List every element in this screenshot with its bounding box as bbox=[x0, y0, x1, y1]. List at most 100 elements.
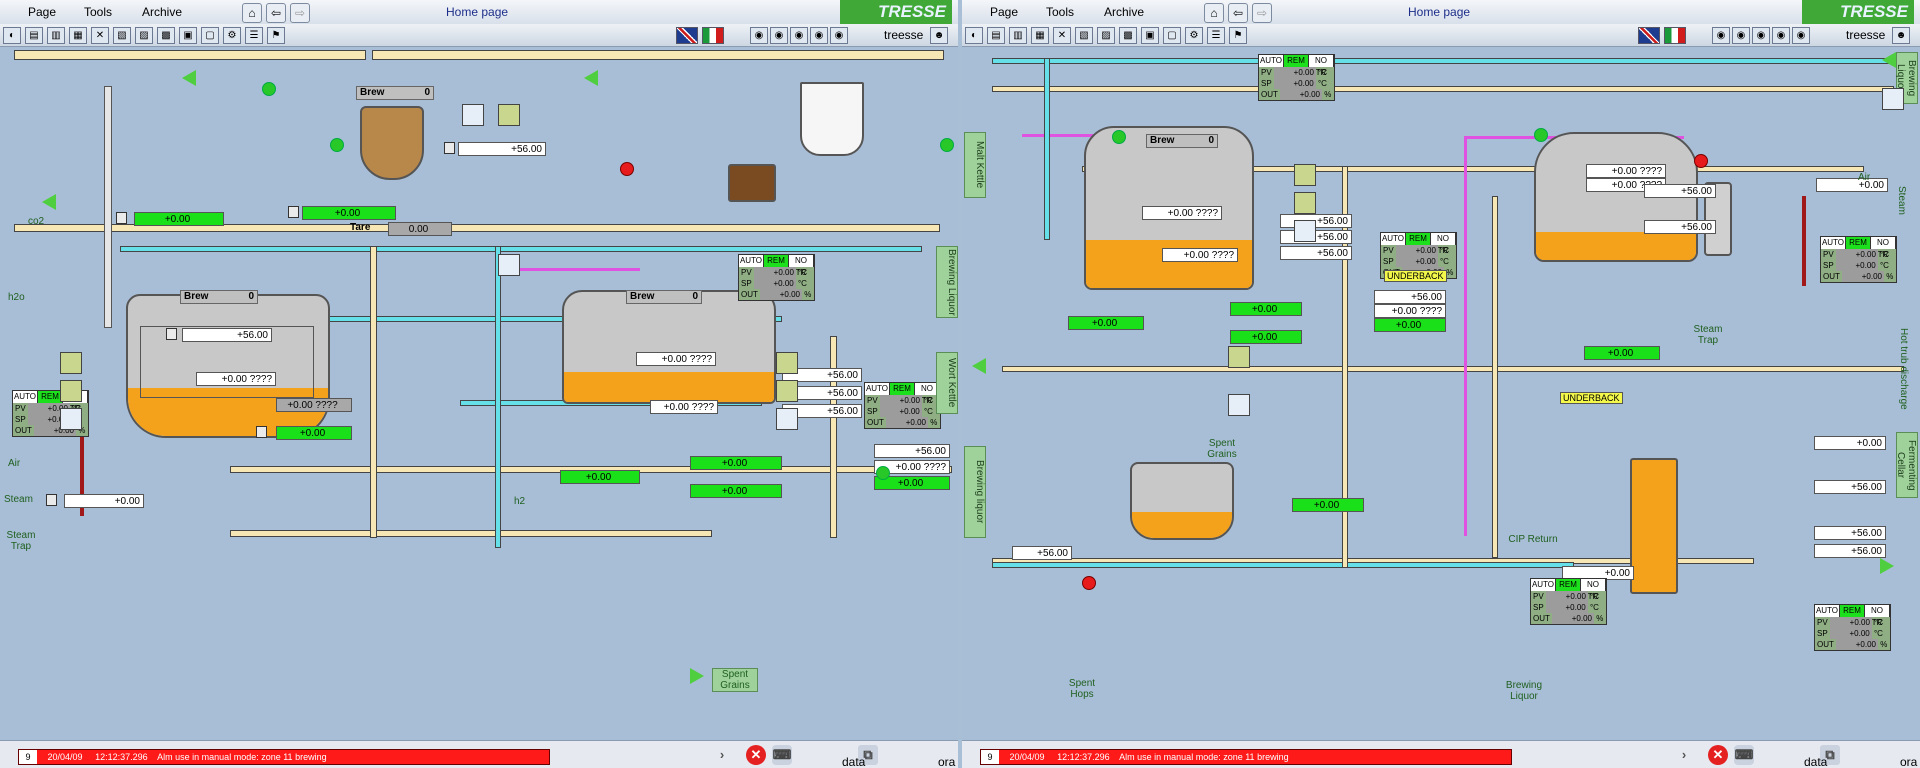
toolbar-icon-11[interactable]: ⚙ bbox=[223, 27, 241, 44]
forward-icon[interactable]: ⇨ bbox=[290, 3, 310, 23]
edit-icon-2[interactable] bbox=[776, 380, 798, 402]
settings-icon-2[interactable] bbox=[498, 104, 520, 126]
edit-icon[interactable] bbox=[1294, 192, 1316, 214]
toolbar-icon-2[interactable]: ▤ bbox=[25, 27, 43, 44]
ctrl-notr[interactable]: NO TR bbox=[789, 255, 814, 277]
settings-icon-3[interactable] bbox=[776, 352, 798, 374]
ctrl-notr[interactable]: NO TR bbox=[1865, 605, 1890, 627]
toolbar-icon-15[interactable]: ◉ bbox=[770, 27, 788, 44]
weigh-icon[interactable] bbox=[444, 142, 455, 154]
toolbar-icon-3[interactable]: ▥ bbox=[1009, 27, 1027, 44]
magnifier-icon[interactable] bbox=[1294, 220, 1316, 242]
ctrl-notr[interactable]: NO TR bbox=[1871, 237, 1896, 259]
settings-icon[interactable] bbox=[60, 352, 82, 374]
network-icon[interactable]: ⧉ bbox=[858, 745, 878, 765]
toolbar-icon-1[interactable]: ◐ bbox=[965, 27, 983, 44]
ctrl-rem[interactable]: REM bbox=[1840, 605, 1865, 617]
ctrl-auto[interactable]: AUTO bbox=[1531, 579, 1556, 591]
ctrl-notr[interactable]: NO TR bbox=[1309, 55, 1334, 77]
toolbar-icon-8[interactable]: ▩ bbox=[157, 27, 175, 44]
toolbar-icon-11[interactable]: ⚙ bbox=[1185, 27, 1203, 44]
toolbar-icon-4[interactable]: ▦ bbox=[1031, 27, 1049, 44]
label-brewing-liquor[interactable]: Brewing Liquor bbox=[936, 246, 958, 318]
menu-archive[interactable]: Archive bbox=[1104, 5, 1145, 19]
toolbar-icon-18[interactable]: ◉ bbox=[1792, 27, 1810, 44]
toolbar-icon-17[interactable]: ◉ bbox=[1772, 27, 1790, 44]
hopper-value-icon[interactable] bbox=[288, 206, 299, 218]
ctrl-rem[interactable]: REM bbox=[1406, 233, 1431, 245]
underback-tag-1[interactable]: UNDERBACK bbox=[1384, 270, 1447, 282]
uk-flag-icon[interactable] bbox=[676, 27, 698, 44]
menu-page[interactable]: Page bbox=[28, 5, 57, 19]
toolbar-icon-8[interactable]: ▩ bbox=[1119, 27, 1137, 44]
menu-archive[interactable]: Archive bbox=[142, 5, 183, 19]
magnifier-icon[interactable] bbox=[60, 408, 82, 430]
ctrl-auto[interactable]: AUTO bbox=[865, 383, 890, 395]
users-icon[interactable]: ☻ bbox=[1892, 27, 1910, 44]
toolbar-icon-10[interactable]: ▢ bbox=[1163, 27, 1181, 44]
magnifier-icon-3[interactable] bbox=[498, 254, 520, 276]
menu-tools[interactable]: Tools bbox=[1046, 5, 1075, 19]
menu-page[interactable]: Page bbox=[990, 5, 1019, 19]
mash-set-icon[interactable] bbox=[166, 328, 177, 340]
ctrl-notr[interactable]: NO TR bbox=[1431, 233, 1456, 255]
forward-icon[interactable]: ⇨ bbox=[1252, 3, 1272, 23]
settings-icon-2[interactable] bbox=[1228, 346, 1250, 368]
ctrl-auto[interactable]: AUTO bbox=[1259, 55, 1284, 67]
menu-tools[interactable]: Tools bbox=[84, 5, 113, 19]
uk-flag-icon[interactable] bbox=[1638, 27, 1660, 44]
back-icon[interactable]: ⇦ bbox=[266, 3, 286, 23]
toolbar-icon-9[interactable]: ▣ bbox=[179, 27, 197, 44]
magnifier-icon-2[interactable] bbox=[462, 104, 484, 126]
toolbar-icon-6[interactable]: ▧ bbox=[1075, 27, 1093, 44]
toolbar-icon-13[interactable]: ⚑ bbox=[267, 27, 285, 44]
ctrl-auto[interactable]: AUTO bbox=[1821, 237, 1846, 249]
toolbar-icon-16[interactable]: ◉ bbox=[790, 27, 808, 44]
toolbar-icon-5[interactable]: ✕ bbox=[1053, 27, 1071, 44]
magnifier-icon-3[interactable] bbox=[1882, 88, 1904, 110]
magnifier-icon-4[interactable] bbox=[776, 408, 798, 430]
italy-flag-icon[interactable] bbox=[702, 27, 724, 44]
toolbar-icon-3[interactable]: ▥ bbox=[47, 27, 65, 44]
alarm-scroll-icon[interactable]: › bbox=[719, 747, 725, 762]
toolbar-icon-6[interactable]: ▧ bbox=[113, 27, 131, 44]
label-fermenting-cellar[interactable]: Fermenting Cellar bbox=[1895, 432, 1918, 498]
ctrl-auto[interactable]: AUTO bbox=[1381, 233, 1406, 245]
edit-icon[interactable] bbox=[60, 380, 82, 402]
keyboard-icon[interactable]: ⌨ bbox=[1734, 745, 1754, 765]
ctrl-rem[interactable]: REM bbox=[764, 255, 789, 267]
toolbar-icon-17[interactable]: ◉ bbox=[810, 27, 828, 44]
magnifier-icon-2[interactable] bbox=[1228, 394, 1250, 416]
alarm-banner[interactable]: 9 20/04/09 12:12:37.296 Alm use in manua… bbox=[980, 749, 1512, 765]
toolbar-icon-18[interactable]: ◉ bbox=[830, 27, 848, 44]
toolbar-icon-4[interactable]: ▦ bbox=[69, 27, 87, 44]
label-wort-kettle[interactable]: Wort Kettle bbox=[936, 352, 958, 414]
settings-icon[interactable] bbox=[1294, 164, 1316, 186]
mash-out-icon[interactable] bbox=[256, 426, 267, 438]
ctrl-auto[interactable]: AUTO bbox=[739, 255, 764, 267]
ctrl-notr[interactable]: NO TR bbox=[1581, 579, 1606, 601]
toolbar-icon-5[interactable]: ✕ bbox=[91, 27, 109, 44]
ctrl-auto[interactable]: AUTO bbox=[13, 391, 38, 403]
toolbar-icon-7[interactable]: ▨ bbox=[135, 27, 153, 44]
ctrl-rem[interactable]: REM bbox=[1846, 237, 1871, 249]
underback-tag-2[interactable]: UNDERBACK bbox=[1560, 392, 1623, 404]
toolbar-icon-12[interactable]: ☰ bbox=[1207, 27, 1225, 44]
label-spent-grains[interactable]: Spent Grains bbox=[712, 668, 758, 692]
toolbar-icon-14[interactable]: ◉ bbox=[750, 27, 768, 44]
ctrl-auto[interactable]: AUTO bbox=[1815, 605, 1840, 617]
mash-flow-icon[interactable] bbox=[116, 212, 127, 224]
toolbar-icon-16[interactable]: ◉ bbox=[1752, 27, 1770, 44]
toolbar-icon-10[interactable]: ▢ bbox=[201, 27, 219, 44]
toolbar-icon-1[interactable]: ◐ bbox=[3, 27, 21, 44]
ctrl-rem[interactable]: REM bbox=[1284, 55, 1309, 67]
users-icon[interactable]: ☻ bbox=[930, 27, 948, 44]
keyboard-icon[interactable]: ⌨ bbox=[772, 745, 792, 765]
toolbar-icon-14[interactable]: ◉ bbox=[1712, 27, 1730, 44]
toolbar-icon-2[interactable]: ▤ bbox=[987, 27, 1005, 44]
